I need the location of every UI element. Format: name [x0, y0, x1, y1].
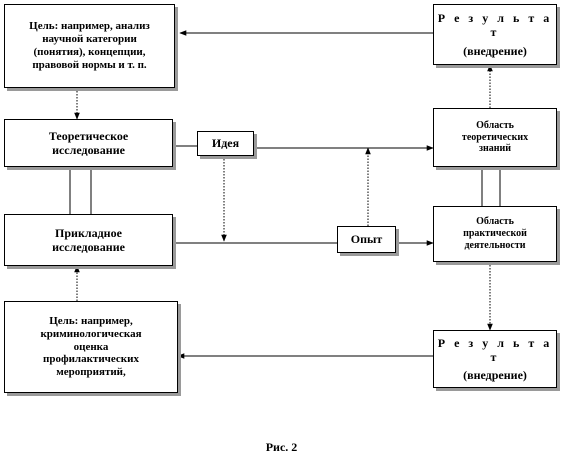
- result-bottom-sub: (внедрение): [463, 368, 527, 383]
- experience-box: Опыт: [337, 226, 396, 253]
- result-top-box: Р е з у л ь т а т (внедрение): [433, 4, 557, 65]
- practice-area-box: Область практической деятельности: [433, 206, 557, 262]
- result-top-title: Р е з у л ь т а т: [437, 11, 553, 40]
- theoretical-research-box: Теоретическое исследование: [4, 119, 173, 167]
- result-top-sub: (внедрение): [463, 43, 527, 58]
- goal-top-text: Цель: например, анализ научной категории…: [29, 20, 150, 71]
- applied-research-box: Прикладное исследование: [4, 214, 173, 266]
- result-bottom-box: Р е з у л ь т а т (внедрение): [433, 330, 557, 388]
- theory-area-text: Область теоретических знаний: [461, 119, 529, 155]
- goal-bottom-text: Цель: например, криминологическая оценка…: [40, 314, 142, 379]
- goal-top-box: Цель: например, анализ научной категории…: [4, 4, 175, 88]
- applied-research-text: Прикладное исследование: [52, 225, 125, 254]
- result-bottom-title: Р е з у л ь т а т: [437, 335, 553, 364]
- practice-area-text: Область практической деятельности: [463, 216, 527, 251]
- experience-text: Опыт: [350, 232, 383, 247]
- idea-text: Идея: [211, 136, 240, 151]
- idea-box: Идея: [197, 131, 254, 156]
- theoretical-research-text: Теоретическое исследование: [48, 128, 129, 157]
- figure-caption: Рис. 2: [265, 440, 298, 454]
- theory-area-box: Область теоретических знаний: [433, 108, 557, 167]
- goal-bottom-box: Цель: например, криминологическая оценка…: [4, 301, 178, 393]
